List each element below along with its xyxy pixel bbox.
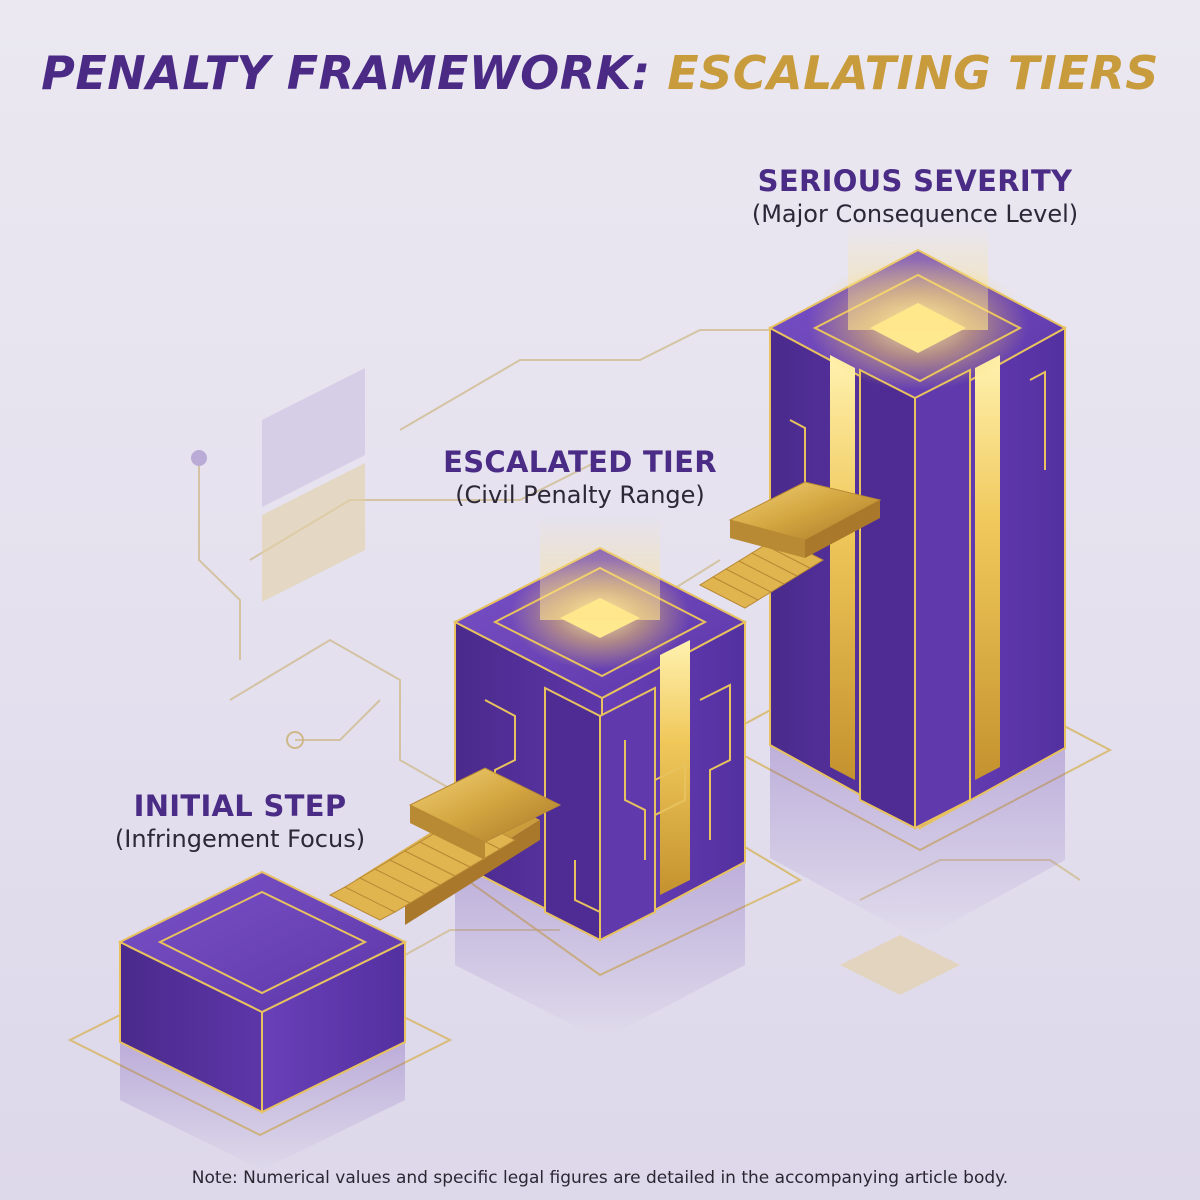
stairs-1: [328, 767, 562, 925]
title-part-1: PENALTY FRAMEWORK:: [41, 46, 651, 100]
decorative-panels: [262, 368, 960, 995]
tier-1-subtitle: (Infringement Focus): [114, 825, 366, 853]
tier-3-label: SERIOUS SEVERITY (Major Consequence Leve…: [715, 163, 1115, 229]
tier-1-name: INITIAL STEP: [133, 789, 347, 823]
floor-reflections: [120, 745, 1065, 1170]
tier-1-block: [117, 870, 408, 1114]
page-title: PENALTY FRAMEWORK: ESCALATING TIERS: [0, 46, 1200, 100]
circuit-node: [191, 450, 207, 466]
stairs-2: [698, 481, 882, 609]
circuit-node: [286, 731, 304, 749]
tier-2-subtitle: (Civil Penalty Range): [455, 481, 705, 509]
tier-3-block: [767, 225, 1068, 830]
tier-3-subtitle: (Major Consequence Level): [751, 200, 1079, 228]
tier-2-name: ESCALATED TIER: [443, 445, 717, 479]
tier-1-label: INITIAL STEP (Infringement Focus): [60, 788, 420, 854]
tier-3-name: SERIOUS SEVERITY: [757, 164, 1073, 198]
tier-2-block: [452, 515, 748, 942]
footnote: Note: Numerical values and specific lega…: [191, 1168, 1009, 1188]
tier-2-label: ESCALATED TIER (Civil Penalty Range): [400, 444, 760, 510]
title-part-2: ESCALATING TIERS: [667, 46, 1159, 100]
